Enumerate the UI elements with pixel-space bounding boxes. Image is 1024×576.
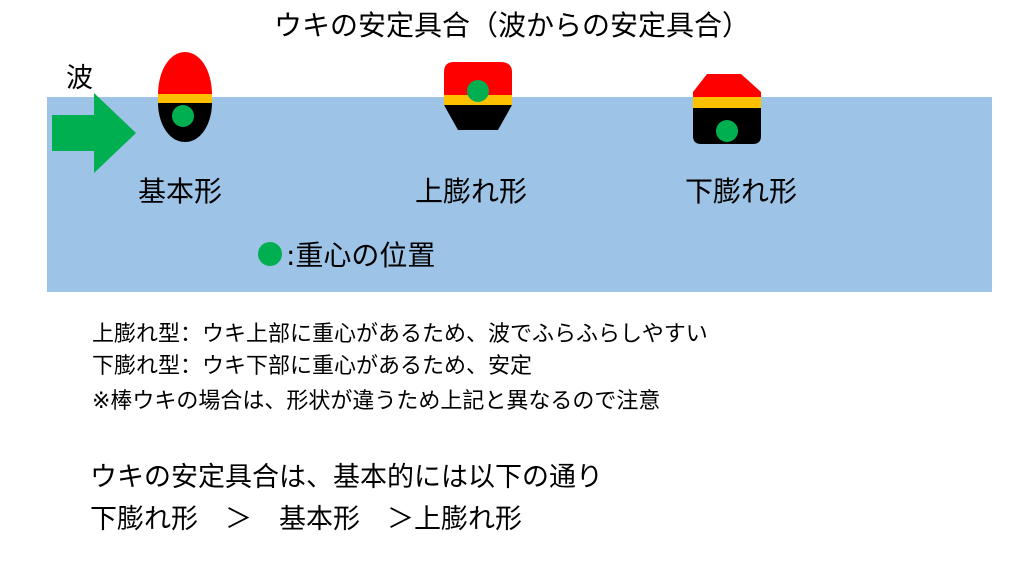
note-stick-float: ※棒ウキの場合は、形状が違うため上記と異なるので注意 [92, 389, 661, 414]
float-lower-top [693, 74, 761, 98]
float-lower-band [693, 97, 761, 108]
float-basic-band [158, 94, 212, 103]
float-basic-label: 基本形 [138, 175, 223, 208]
legend: :重心の位置 [258, 234, 435, 274]
float-basic-center-of-gravity [172, 105, 194, 127]
float-basic-icon [158, 52, 212, 142]
page-title: ウキの安定具合（波からの安定具合） [273, 9, 750, 42]
float-upper-body [444, 105, 512, 130]
wave-label: 波 [66, 63, 93, 94]
note-upper-bulge: 上膨れ型：ウキ上部に重心があるため、波でふらふらしやすい [92, 322, 708, 347]
float-lower-label: 下膨れ形 [685, 175, 798, 208]
float-lower-center-of-gravity [716, 120, 738, 142]
float-upper-icon [444, 62, 512, 130]
summary-ranking: 下膨れ形 ＞ 基本形 ＞上膨れ形 [90, 504, 522, 535]
float-upper-top [444, 62, 512, 96]
summary-heading: ウキの安定具合は、基本的には以下の通り [90, 462, 603, 493]
wave-arrow-icon [52, 93, 136, 173]
float-basic-top [158, 52, 212, 95]
float-upper-label: 上膨れ形 [415, 175, 528, 208]
center-of-gravity-dot-icon [258, 242, 282, 266]
float-lower-icon [693, 74, 761, 144]
float-upper-center-of-gravity [467, 80, 489, 102]
legend-text: :重心の位置 [286, 239, 436, 272]
wave-arrow-shape [52, 93, 136, 173]
note-lower-bulge: 下膨れ型：ウキ下部に重心があるため、安定 [92, 354, 533, 379]
